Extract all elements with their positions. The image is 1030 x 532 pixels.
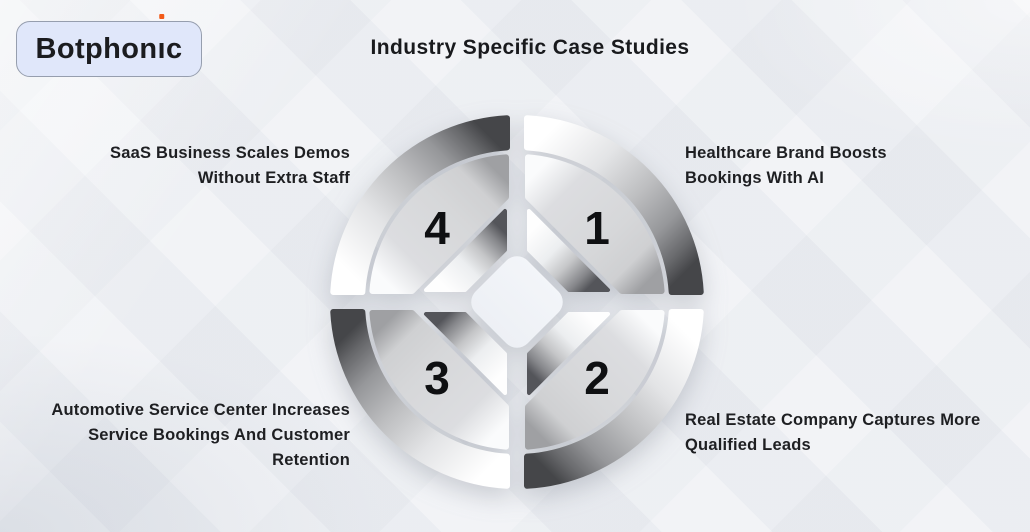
label-line: Service Bookings And Customer — [88, 426, 350, 444]
brand-text-right: c — [165, 32, 183, 65]
case-study-label-2: Real Estate Company Captures More Qualif… — [685, 408, 1015, 458]
wheel-quadrant-3 — [333, 312, 507, 486]
brand-i-stem: ı — [157, 32, 166, 65]
label-line: Bookings With AI — [685, 169, 825, 187]
brand-text-left: Botphon — [35, 32, 158, 65]
case-study-label-4: SaaS Business Scales Demos Without Extra… — [30, 141, 350, 191]
case-studies-wheel: 1 2 3 4 — [317, 102, 717, 502]
segment-number-3: 3 — [424, 352, 450, 404]
brand-letter-i: ı — [157, 13, 166, 65]
center-diamond — [471, 256, 563, 348]
page-title: Industry Specific Case Studies — [370, 36, 690, 59]
label-line: Real Estate Company Captures More — [685, 411, 981, 429]
segment-number-1: 1 — [584, 202, 610, 254]
wheel-quadrant-2 — [527, 312, 701, 486]
wheel-quadrant-1 — [527, 118, 701, 292]
label-line: Healthcare Brand Boosts — [685, 144, 887, 162]
label-line: SaaS Business Scales Demos — [110, 144, 350, 162]
segment-number-2: 2 — [584, 352, 610, 404]
label-line: Qualified Leads — [685, 436, 811, 454]
case-study-label-3: Automotive Service Center Increases Serv… — [20, 398, 350, 473]
label-line: Automotive Service Center Increases — [51, 401, 350, 419]
case-study-label-1: Healthcare Brand Boosts Bookings With AI — [685, 141, 995, 191]
wheel-quadrant-4 — [333, 118, 507, 292]
label-line: Retention — [272, 451, 350, 469]
label-line: Without Extra Staff — [197, 169, 350, 187]
segment-number-4: 4 — [424, 202, 450, 254]
logo-i-dot — [158, 13, 165, 19]
